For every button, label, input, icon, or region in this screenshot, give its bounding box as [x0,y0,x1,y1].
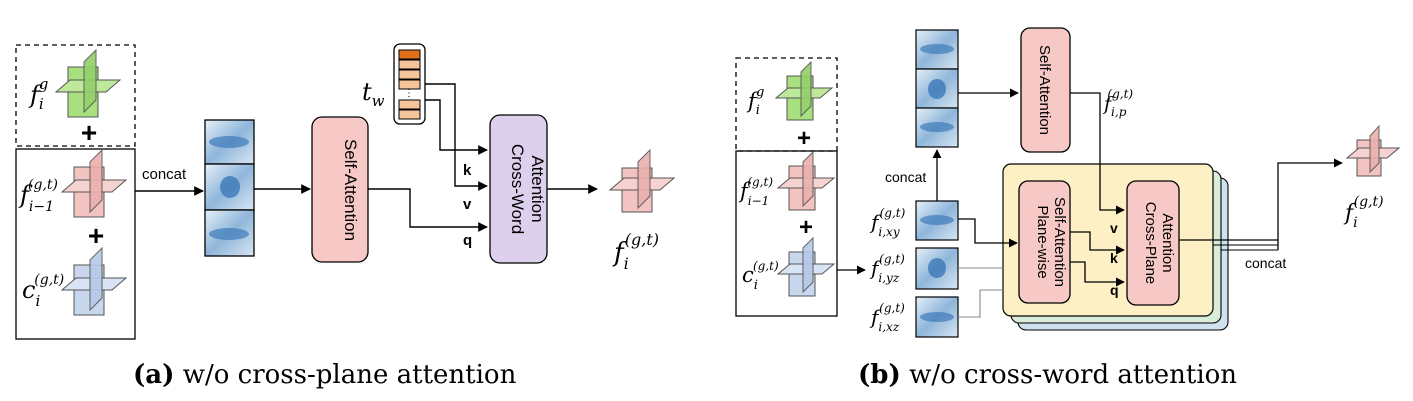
output-triplane-icon [1345,124,1401,177]
plus-sign: + [88,220,104,251]
f-yz-label: fi,yz(g,t) [869,252,905,285]
local-feature-box [15,148,136,340]
self-attention-block [1020,27,1071,153]
f-prev-label: fi−1(g,t) [18,177,58,215]
plane-feature-xz [915,296,959,338]
plane-wise-self-attention-block [1018,180,1071,304]
c-label: ci(g,t) [742,259,779,293]
plane-wise-label-line2: Self-Attention [1051,197,1068,287]
self-attention-label: Self-Attention [1036,45,1053,135]
f-xy-label: fi,xy(g,t) [869,206,906,239]
blue-triplane-icon [60,246,128,316]
green-triplane-icon [774,60,834,121]
cross-plane-attention-block [1126,180,1180,306]
c-label: ci(g,t) [22,272,64,310]
plane-feature-xy [915,200,959,241]
f-g-label: fig [28,75,48,113]
plane-wise-label-line1: Plane-wise [1034,205,1051,278]
svg-text:⋮: ⋮ [404,88,414,99]
q-label: q [463,232,472,249]
f-g-label: fig [746,85,764,118]
caption-a-text: w/o cross-plane attention [182,360,517,390]
f-prev-label: fi−1(g,t) [738,175,773,208]
q-label: q [1110,282,1119,298]
f-p-label: fi,p(g,t) [1102,87,1133,119]
plane-feature-yz [915,247,959,290]
concat-label: concat [142,166,187,183]
feature-map-stack [204,119,255,257]
cross-plane-label-line1: Cross-Plane [1142,202,1159,285]
t-w-label: tw [362,78,385,110]
global-feature-box [15,44,136,147]
panel-a: fig + fi−1(g,t) + ci(g,t) concat Self-At… [15,43,676,340]
caption-b: (b) w/o cross-word attention [858,360,1237,390]
plus-sign: + [81,117,97,148]
v-label: v [1110,220,1118,236]
v-label: v [463,196,472,213]
self-attention-label: Self-Attention [341,139,360,241]
caption-a-tag: (a) [133,360,175,390]
caption-a: (a) w/o cross-plane attention [133,360,516,390]
pink-triplane-icon [60,148,128,218]
output-label: fi(g,t) [612,230,659,273]
plus-sign: + [797,125,811,152]
cross-word-label-line1: Cross-Word [508,144,527,234]
cross-plane-label-line2: Attention [1159,213,1176,272]
caption-b-text: w/o cross-word attention [909,360,1238,390]
cross-word-label-line2: Attention [528,155,547,222]
k-label: k [1110,250,1118,266]
word-token-stack: ⋮ [393,43,426,125]
local-feature-box [735,150,838,317]
feature-map-stack [915,29,959,148]
blue-triplane-icon [776,236,836,297]
caption-b-tag: (b) [858,360,901,390]
panel-b: fig + fi−1(g,t) + ci(g,t) fi,xy(g,t) fi,… [735,27,1401,338]
f-xz-label: fi,xz(g,t) [869,301,905,334]
green-triplane-icon [54,48,122,118]
concat-right-label: concat [1245,255,1286,271]
pink-triplane-icon [776,150,836,211]
plus-sign: + [799,214,813,241]
output-label: fi(g,t) [1343,194,1384,231]
concat-top-label: concat [885,169,926,185]
output-triplane-icon [608,148,676,213]
k-label: k [463,162,472,179]
